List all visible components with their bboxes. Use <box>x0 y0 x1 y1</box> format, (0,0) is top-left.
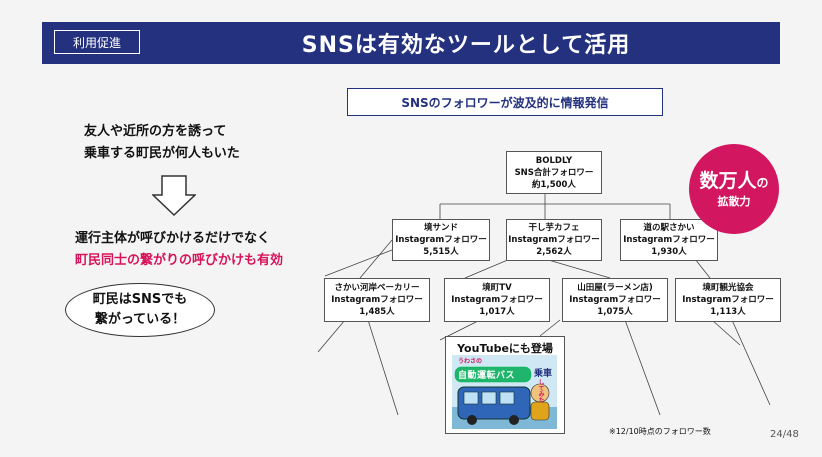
reach-no: の <box>756 176 769 190</box>
bus-illustration-icon <box>452 355 557 429</box>
box-sakaitv: 境町TV Instagramフォロワー 1,017人 <box>444 278 550 322</box>
thumb-text-1: うわさの <box>458 358 483 365</box>
section-tag: 利用促進 <box>54 30 140 54</box>
box-sakaitv-kind: Instagramフォロワー <box>451 295 543 305</box>
reach-big-text: 数万人の <box>699 169 768 195</box>
left-text-bottom: 運行主体が呼びかけるだけでなく 町民同士の繋がりの呼びかけも有効 <box>75 228 283 272</box>
box-hoshiimo-name: 干し芋カフェ <box>528 223 580 233</box>
thumb-text-4: してみた <box>537 379 544 403</box>
left-line-2: 乗車する町民が何人もいた <box>84 146 240 161</box>
box-bakery-kind: Instagramフォロワー <box>331 295 423 305</box>
bubble-line-2: 繋がっている！ <box>94 312 186 327</box>
box-yamadaya: 山田屋(ラーメン店) Instagramフォロワー 1,075人 <box>562 278 668 322</box>
box-hoshiimo: 干し芋カフェ Instagramフォロワー 2,562人 <box>506 219 602 261</box>
left-line-4: 町民同士の繋がりの呼びかけも有効 <box>75 253 284 268</box>
left-text-top: 友人や近所の方を誘って 乗車する町民が何人もいた <box>84 121 240 165</box>
box-sakaisand: 境サンド Instagramフォロワー 5,515人 <box>392 219 490 261</box>
youtube-thumbnail: うわさの 自動運転バス 乗車 してみた <box>452 355 557 429</box>
box-boldly-count: 約1,500人 <box>532 179 576 190</box>
box-sakaisand-count: 5,515人 <box>423 247 459 257</box>
footnote: ※12/10時点のフォロワー数 <box>609 427 711 436</box>
down-arrow-icon <box>152 175 196 217</box>
box-yamadaya-name: 山田屋(ラーメン店) <box>577 283 653 293</box>
box-michinoeki-count: 1,930人 <box>651 247 687 257</box>
box-kanko-kind: Instagramフォロワー <box>682 295 774 305</box>
box-kanko-count: 1,113人 <box>710 307 746 317</box>
reach-big: 数万人 <box>699 170 757 192</box>
box-michinoeki: 道の駅さかい Instagramフォロワー 1,930人 <box>620 219 718 261</box>
box-kanko: 境町観光協会 Instagramフォロワー 1,113人 <box>675 278 781 322</box>
box-hoshiimo-kind: Instagramフォロワー <box>508 235 600 245</box>
box-bakery: さかい河岸ベーカリー Instagramフォロワー 1,485人 <box>324 278 430 322</box>
slide-title: SNSは有効なツールとして活用 <box>301 33 631 58</box>
left-line-1: 友人や近所の方を誘って <box>84 124 227 139</box>
reach-small-text: 拡散力 <box>717 195 751 208</box>
box-yamadaya-count: 1,075人 <box>597 307 633 317</box>
box-michinoeki-name: 道の駅さかい <box>643 223 695 233</box>
speech-bubble: 町民はSNSでも 繋がっている！ <box>65 283 215 337</box>
box-sakaisand-name: 境サンド <box>423 223 458 233</box>
box-bakery-count: 1,485人 <box>359 307 395 317</box>
youtube-label: YouTubeにも登場 <box>457 342 553 355</box>
thumb-text-2: 自動運転バス <box>458 371 516 381</box>
page-number: 24/48 <box>770 429 799 440</box>
box-kanko-name: 境町観光協会 <box>702 283 754 293</box>
box-boldly-kind: SNS合計フォロワー <box>514 167 594 178</box>
bubble-line-1: 町民はSNSでも <box>92 292 188 307</box>
left-line-3: 運行主体が呼びかけるだけでなく <box>75 231 271 246</box>
box-bakery-name: さかい河岸ベーカリー <box>334 283 420 293</box>
thumb-text-3: 乗車 <box>534 369 553 379</box>
youtube-callout: YouTubeにも登場 うわさの 自動運転バス 乗車 してみた <box>445 336 565 434</box>
box-boldly-name: BOLDLY <box>535 155 573 166</box>
box-yamadaya-kind: Instagramフォロワー <box>569 295 661 305</box>
box-michinoeki-kind: Instagramフォロワー <box>623 235 715 245</box>
subtitle: SNSのフォロワーが波及的に情報発信 <box>347 88 663 116</box>
slide-header: 利用促進 SNSは有効なツールとして活用 <box>42 22 780 64</box>
box-sakaitv-name: 境町TV <box>482 283 512 293</box>
box-sakaisand-kind: Instagramフォロワー <box>395 235 487 245</box>
box-hoshiimo-count: 2,562人 <box>536 247 572 257</box>
reach-circle: 数万人の 拡散力 <box>689 144 779 234</box>
box-sakaitv-count: 1,017人 <box>479 307 515 317</box>
box-boldly: BOLDLY SNS合計フォロワー 約1,500人 <box>506 151 602 194</box>
